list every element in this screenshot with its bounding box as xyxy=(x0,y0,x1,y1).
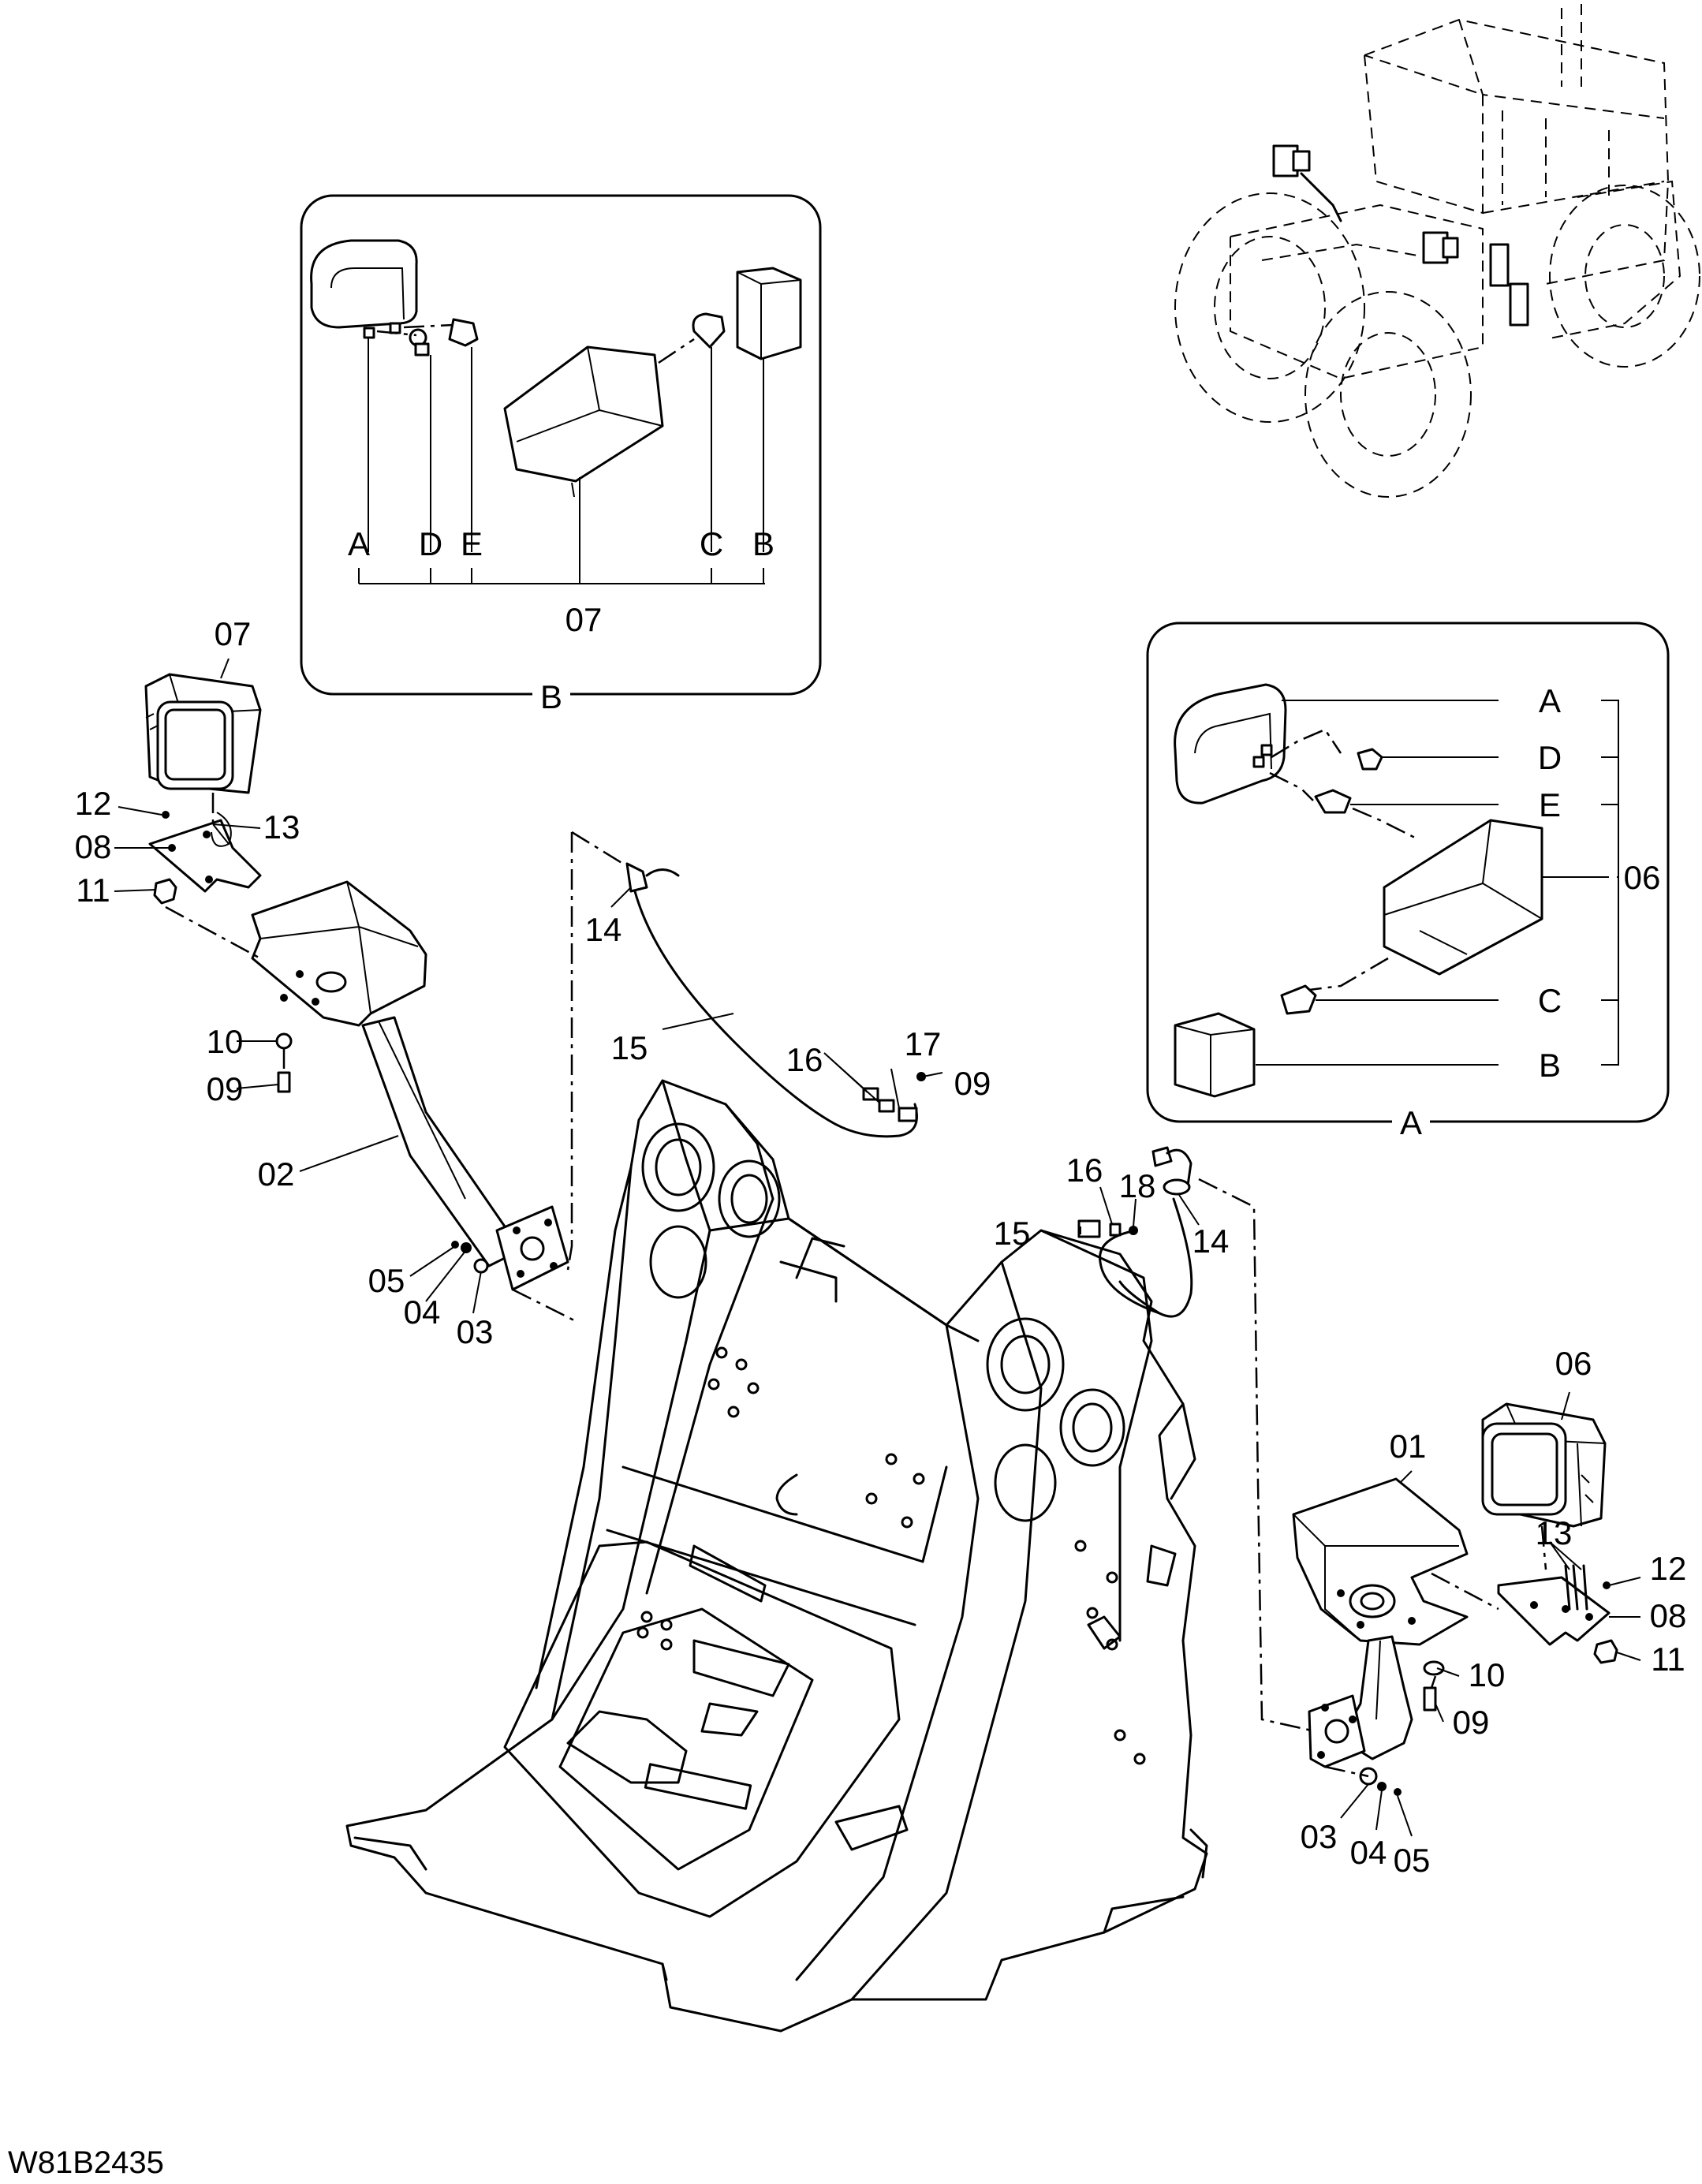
callout-right-nut-05: 05 xyxy=(1394,1842,1431,1879)
detail-b-letter-e: E xyxy=(461,525,483,562)
callout-left-washer-04: 04 xyxy=(404,1294,441,1331)
callout-right-bolt-09: 09 xyxy=(1453,1704,1490,1741)
callout-left-washer-03: 03 xyxy=(457,1313,494,1350)
callout-left-bolt-top: 09 xyxy=(954,1065,991,1102)
vehicle-overview xyxy=(1174,4,1700,498)
callout-labels: 07 12 13 08 11 10 09 02 05 04 03 14 15 1… xyxy=(75,615,1687,1879)
detail-a-part-label: 06 xyxy=(1624,859,1661,896)
loader-front-frame xyxy=(345,1079,1208,2033)
callout-right-plate: 08 xyxy=(1650,1597,1687,1634)
overview-lamp-left xyxy=(1272,144,1342,222)
callout-left-lamp: 07 xyxy=(215,615,252,652)
callout-leaders xyxy=(114,658,1641,1837)
callout-left-harness: 15 xyxy=(611,1029,648,1066)
detail-b-frame-label: B xyxy=(540,678,562,715)
callout-left-screws: 13 xyxy=(263,808,300,846)
callout-right-clip-18: 18 xyxy=(1119,1167,1156,1204)
detail-a-letter-e: E xyxy=(1539,786,1561,823)
detail-b-part-label: 07 xyxy=(565,601,603,638)
callout-right-washer-03: 03 xyxy=(1301,1818,1338,1855)
detail-b-letter-b: B xyxy=(752,525,774,562)
right-lamp-assembly xyxy=(1077,1146,1618,1796)
callout-left-clip-16: 16 xyxy=(786,1041,823,1078)
detail-b-letter-a: A xyxy=(348,525,370,562)
callout-right-grommet: 14 xyxy=(1193,1223,1230,1260)
detail-a-letter-c: C xyxy=(1538,982,1562,1019)
callout-left-bolt: 12 xyxy=(75,785,112,822)
callout-right-screws: 13 xyxy=(1536,1514,1573,1551)
callout-left-clip-17: 17 xyxy=(905,1025,942,1062)
overview-lamp-right xyxy=(1422,231,1529,327)
callout-right-clip-16: 16 xyxy=(1066,1152,1103,1189)
detail-a-letter-a: A xyxy=(1539,682,1561,719)
callout-right-bracket: 01 xyxy=(1390,1428,1427,1465)
callout-left-bolt-09: 09 xyxy=(207,1070,244,1107)
callout-left-grommet: 14 xyxy=(585,911,622,948)
detail-a-letter-d: D xyxy=(1538,739,1562,776)
callout-right-washer: 10 xyxy=(1469,1656,1506,1693)
detail-a-frame-label: A xyxy=(1400,1104,1422,1141)
left-lamp-assembly xyxy=(144,673,926,1323)
callout-left-bracket: 02 xyxy=(258,1155,295,1193)
drawing-code: W81B2435 xyxy=(8,2145,164,2180)
detail-a: A D E C B 06 A xyxy=(1146,622,1670,1141)
callout-right-bolt-12: 12 xyxy=(1650,1550,1687,1587)
detail-a-letter-b: B xyxy=(1539,1047,1561,1084)
detail-b-letter-c: C xyxy=(700,525,723,562)
callout-right-nut: 11 xyxy=(1651,1641,1685,1678)
callout-right-harness: 15 xyxy=(994,1215,1031,1252)
callout-right-washer-04: 04 xyxy=(1350,1834,1387,1871)
callout-left-washer: 10 xyxy=(207,1023,244,1060)
callout-right-lamp: 06 xyxy=(1555,1345,1592,1382)
callout-left-nut: 11 xyxy=(76,872,110,909)
callout-left-nut-05: 05 xyxy=(368,1262,405,1299)
callout-left-plate: 08 xyxy=(75,828,112,865)
detail-b: A D E C B 07 B xyxy=(300,194,822,715)
detail-b-letter-d: D xyxy=(419,525,442,562)
